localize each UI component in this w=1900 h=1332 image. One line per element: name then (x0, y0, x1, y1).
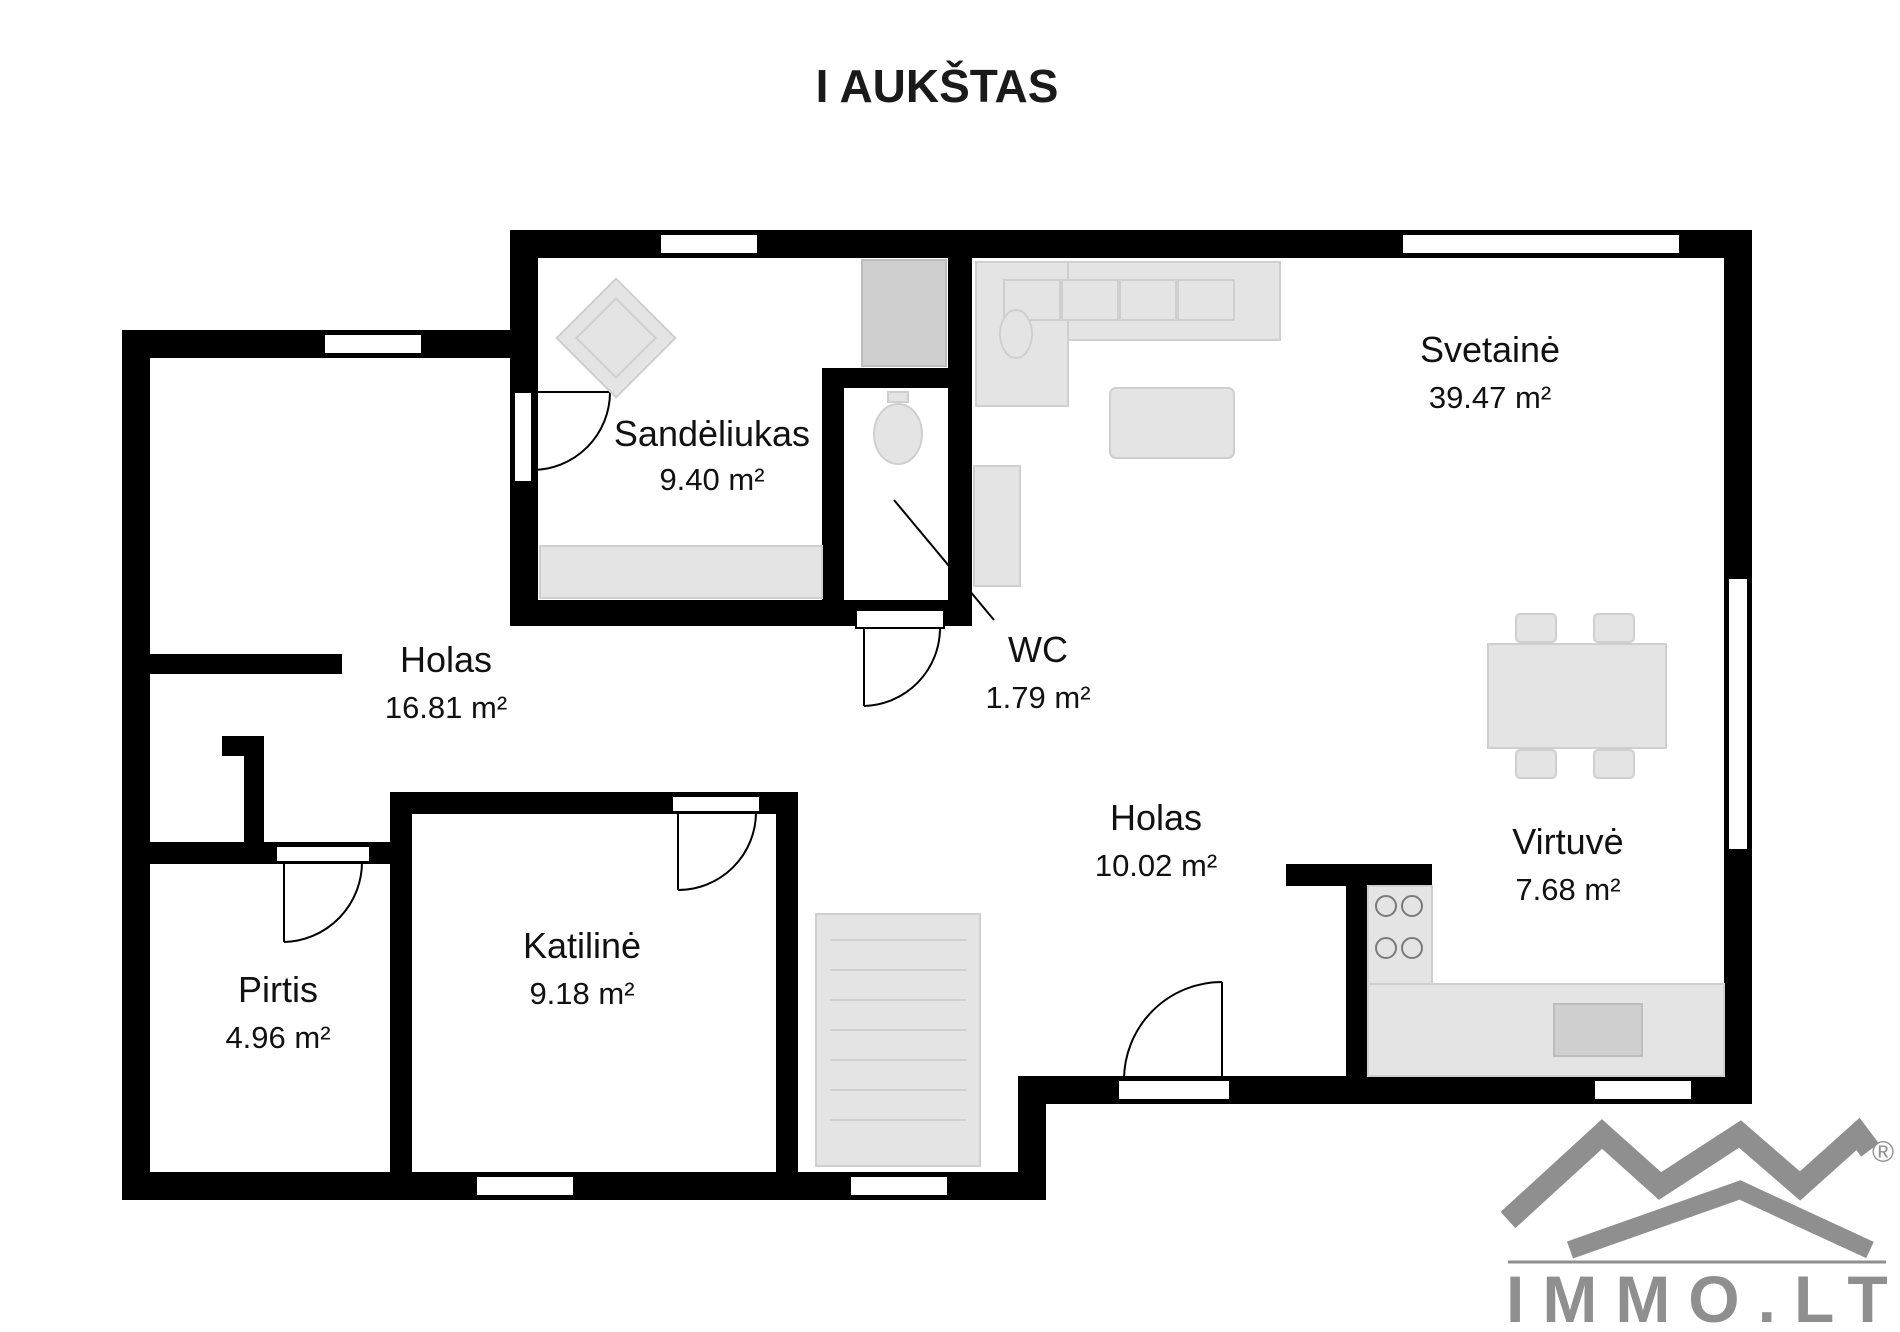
walls (122, 230, 1752, 1200)
kitchen-sink (1553, 1003, 1643, 1057)
doors (275, 391, 1231, 1101)
room-area-wc: 1.79 m² (985, 680, 1090, 715)
room-name-svetaine: Svetainė (1420, 329, 1560, 370)
room-name-holas-center: Holas (1110, 797, 1202, 838)
room-name-virtuve: Virtuvė (1512, 821, 1623, 862)
room-area-katiline: 9.18 m² (529, 976, 634, 1011)
tv-cabinet (973, 465, 1021, 587)
room-area-pirtis: 4.96 m² (225, 1020, 330, 1055)
coffee-table (1109, 387, 1235, 459)
room-area-svetaine: 39.47 m² (1429, 380, 1551, 415)
room-name-holas-left: Holas (400, 639, 492, 680)
toilet-icon (873, 391, 923, 465)
wc-leader-line (893, 499, 995, 621)
windows (323, 233, 1749, 1197)
room-area-holas-left: 16.81 m² (385, 690, 507, 725)
armchair-icon (555, 277, 677, 399)
room-area-holas-center: 10.02 m² (1095, 848, 1217, 883)
mountain-logo-icon (1500, 1117, 1879, 1229)
furniture (539, 259, 1725, 1167)
kitchen-counter (1367, 983, 1725, 1077)
sofa-icon (975, 261, 1281, 407)
staircase-icon (815, 913, 981, 1167)
cabinet (861, 259, 947, 367)
dining-table-icon (1487, 613, 1667, 779)
registered-mark: ® (1872, 1136, 1894, 1169)
logo-text: IMMO.LT (1506, 1262, 1900, 1332)
plan-title: I AUKŠTAS (816, 60, 1059, 112)
stove-icon (1367, 885, 1433, 985)
room-labels: Sandėliukas 9.40 m² Svetainė 39.47 m² Ho… (225, 329, 1623, 1055)
room-area-sandeliukas: 9.40 m² (659, 462, 764, 497)
room-name-sandeliukas: Sandėliukas (614, 413, 810, 454)
storage-shelf (539, 545, 823, 599)
room-area-virtuve: 7.68 m² (1515, 872, 1620, 907)
room-name-katiline: Katilinė (523, 925, 641, 966)
room-name-wc: WC (1008, 629, 1068, 670)
immo-logo: ® IMMO.LT (1500, 1117, 1900, 1332)
room-name-pirtis: Pirtis (238, 969, 318, 1010)
stove-burners (1375, 895, 1423, 959)
